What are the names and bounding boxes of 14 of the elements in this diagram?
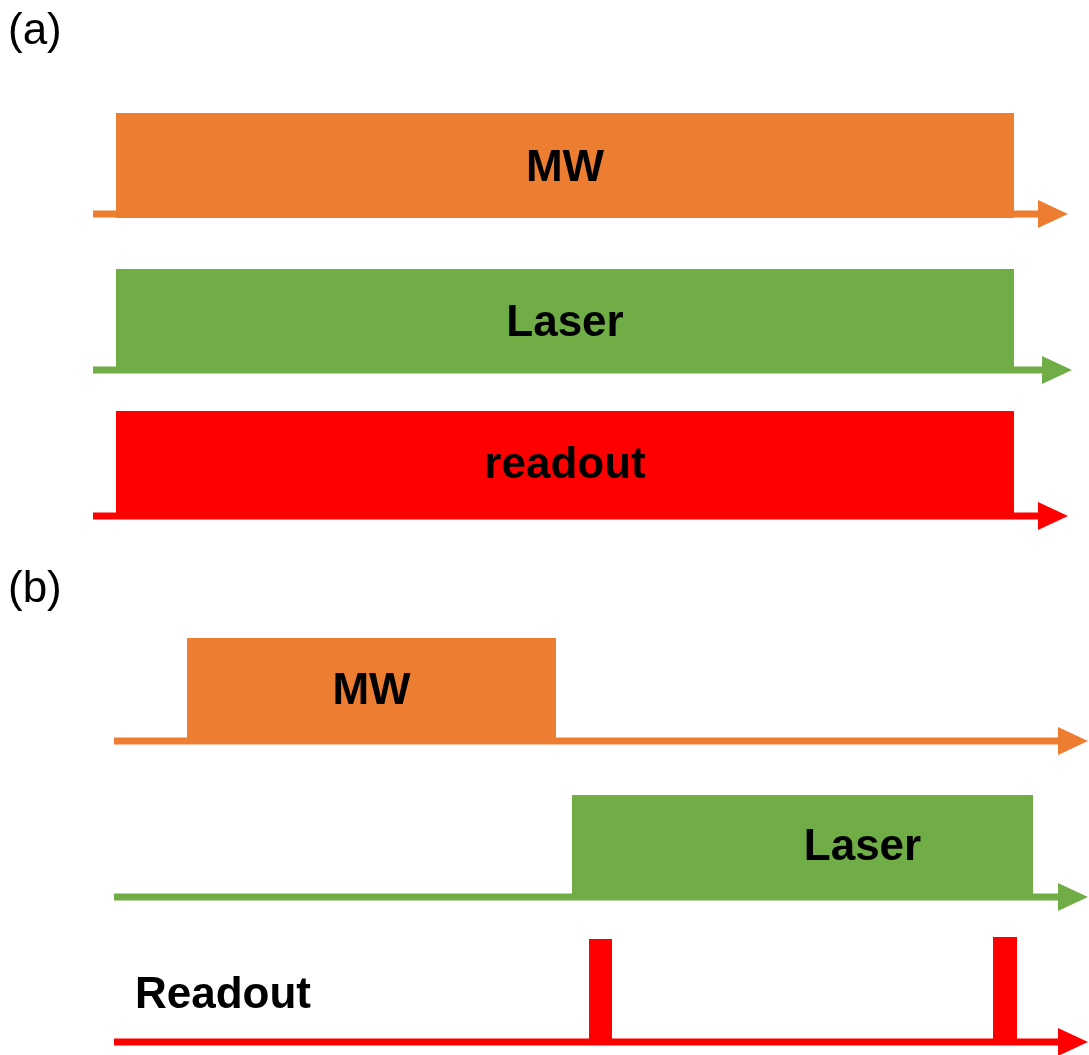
pulse-block xyxy=(116,113,1014,218)
pulse-label: Laser xyxy=(506,296,624,346)
pulse-block xyxy=(572,795,1033,895)
pulse-bar xyxy=(993,937,1017,1040)
pulse-block xyxy=(116,411,1014,515)
panel-label: (a) xyxy=(8,4,62,54)
pulse-label: MW xyxy=(332,664,411,714)
pulse-label: Laser xyxy=(803,820,922,870)
channel-label: Readout xyxy=(135,968,311,1018)
panel-label: (b) xyxy=(8,562,62,612)
pulse-block xyxy=(187,638,556,740)
pulse-label: readout xyxy=(484,438,646,488)
pulse-bar xyxy=(589,939,612,1040)
pulse-label: MW xyxy=(525,140,605,191)
